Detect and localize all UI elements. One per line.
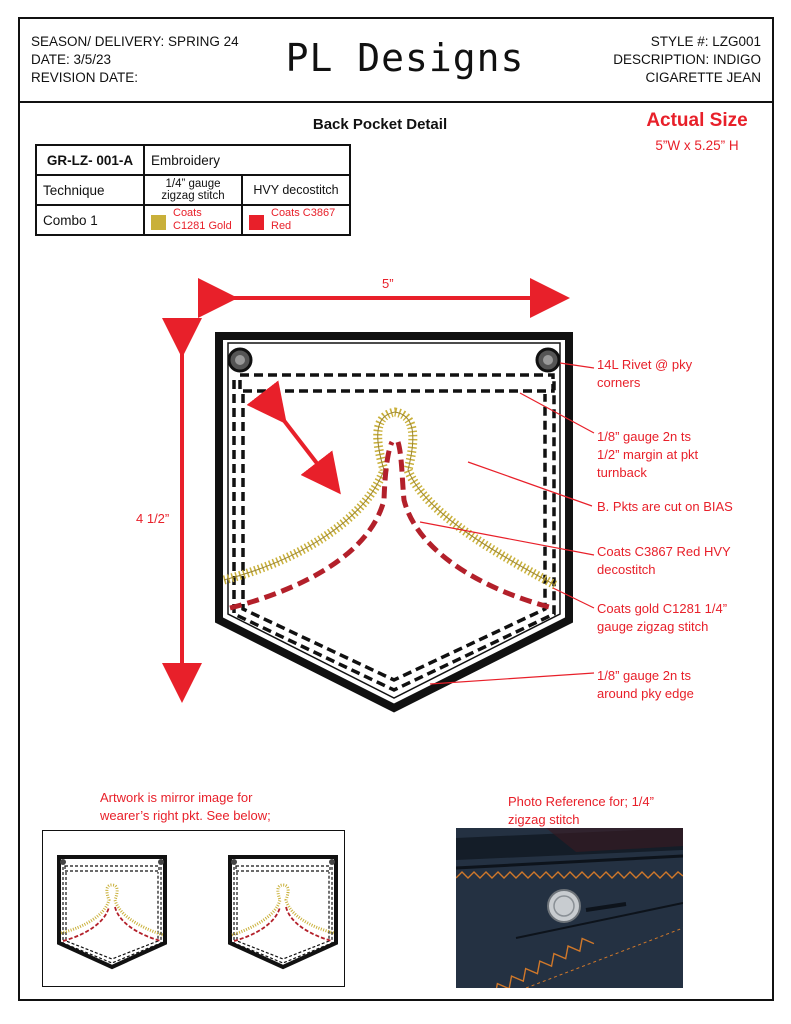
combo-red-text: Coats C3867 Red <box>271 207 336 232</box>
technique-decostitch: HVY decostitch <box>241 174 351 206</box>
photo-reference-note: Photo Reference for; 1/4” zigzag stitch <box>508 794 654 827</box>
revision-date: REVISION DATE: <box>31 70 139 85</box>
denim-photo <box>456 828 683 988</box>
description-cont: CIGARETTE JEAN <box>645 70 761 85</box>
table-row: GR-LZ- 001-A Embroidery <box>35 144 351 176</box>
technique-zigzag: 1/4” gauge zigzag stitch <box>143 174 243 206</box>
description: DESCRIPTION: INDIGO <box>613 52 761 67</box>
mirror-note: Artwork is mirror image for wearer’s rig… <box>100 790 271 823</box>
spec-heading: Embroidery <box>143 144 351 176</box>
actual-size-label: Actual Size <box>646 110 748 131</box>
section-title: Back Pocket Detail <box>312 116 448 133</box>
mini-pocket-left <box>57 855 167 970</box>
callout-bias: B. Pkts are cut on BIAS <box>597 499 733 514</box>
technique-label: Technique <box>35 174 145 206</box>
callout-red-stitch: Coats C3867 Red HVY decostitch <box>597 544 731 577</box>
callout-gold-stitch: Coats gold C1281 1/4” gauge zigzag stitc… <box>597 601 728 634</box>
red-swatch <box>249 215 264 230</box>
mirror-pockets <box>57 855 338 970</box>
callout-edge: 1/8” gauge 2n ts around pky edge <box>597 668 694 701</box>
date: DATE: 3/5/23 <box>31 52 112 67</box>
actual-size-dimensions: 5”W x 5.25” H <box>655 138 739 153</box>
combo-gold-text: Coats C1281 Gold <box>173 207 232 232</box>
denim-photo-reference <box>456 828 683 988</box>
season-delivery: SEASON/ DELIVERY: SPRING 24 <box>31 34 239 49</box>
header-left: SEASON/ DELIVERY: SPRING 24 DATE: 3/5/23… <box>31 33 239 87</box>
width-measurement: 5” <box>382 276 394 291</box>
mini-pocket-right <box>228 855 338 970</box>
spec-sheet-frame <box>18 17 774 1001</box>
callout-turnback: 1/8” gauge 2n ts 1/2” margin at pkt turn… <box>597 429 699 480</box>
combo-label: Combo 1 <box>35 204 145 236</box>
style-number: STYLE #: LZG001 <box>650 34 761 49</box>
height-measurement: 4 1/2” <box>136 511 170 526</box>
callout-rivet: 14L Rivet @ pky corners <box>597 357 693 390</box>
combo-red-cell: Coats C3867 Red <box>241 204 351 236</box>
table-row: Technique 1/4” gauge zigzag stitch HVY d… <box>35 174 351 206</box>
mirror-artwork-box <box>42 830 345 987</box>
header-right: STYLE #: LZG001 DESCRIPTION: INDIGO CIGA… <box>613 33 761 87</box>
header-divider <box>18 101 774 103</box>
table-row: Combo 1 Coats C1281 Gold Coats C3867 Red <box>35 204 351 236</box>
combo-gold-cell: Coats C1281 Gold <box>143 204 243 236</box>
brand-title: PL Designs <box>285 36 525 80</box>
gold-swatch <box>151 215 166 230</box>
spec-code: GR-LZ- 001-A <box>35 144 145 176</box>
embroidery-spec-table: GR-LZ- 001-A Embroidery Technique 1/4” g… <box>35 144 351 236</box>
